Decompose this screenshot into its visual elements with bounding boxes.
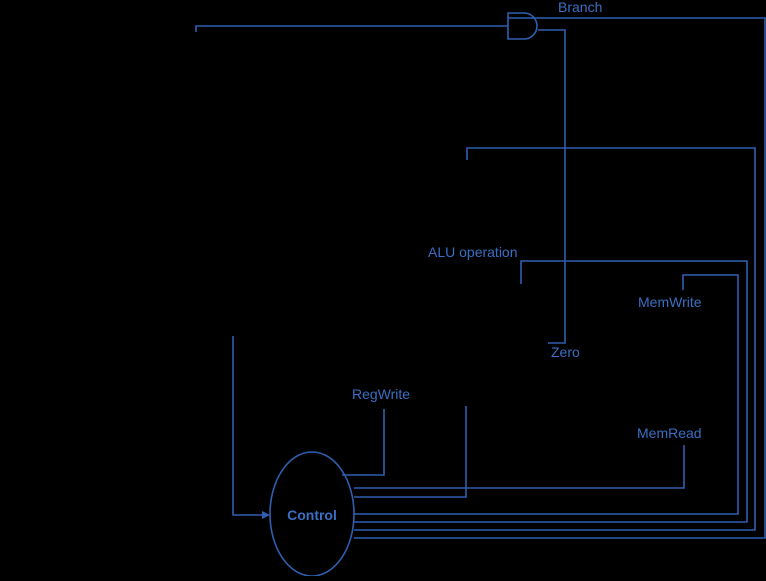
alu-operation-label: ALU operation: [428, 244, 518, 260]
mid-control-wire: [354, 406, 467, 498]
zero-wire: [538, 29, 566, 344]
branch-label: Branch: [558, 0, 602, 15]
regwrite-label: RegWrite: [352, 386, 410, 402]
control-label: Control: [287, 507, 337, 523]
branch-wire: [354, 17, 766, 539]
memread-wire: [354, 445, 685, 489]
zero-label: Zero: [551, 344, 580, 360]
memread-label: MemRead: [637, 425, 702, 441]
memwrite-label: MemWrite: [638, 294, 702, 310]
alu-operation-wire: [354, 260, 748, 523]
instruction-input-wire: [232, 336, 262, 516]
top-loop-wire: [354, 147, 756, 531]
memwrite-wire: [354, 274, 739, 515]
regwrite-wire: [342, 409, 385, 476]
branch-target-wire: [195, 25, 508, 32]
input-arrow: [262, 511, 270, 519]
and-gate: [507, 12, 538, 40]
